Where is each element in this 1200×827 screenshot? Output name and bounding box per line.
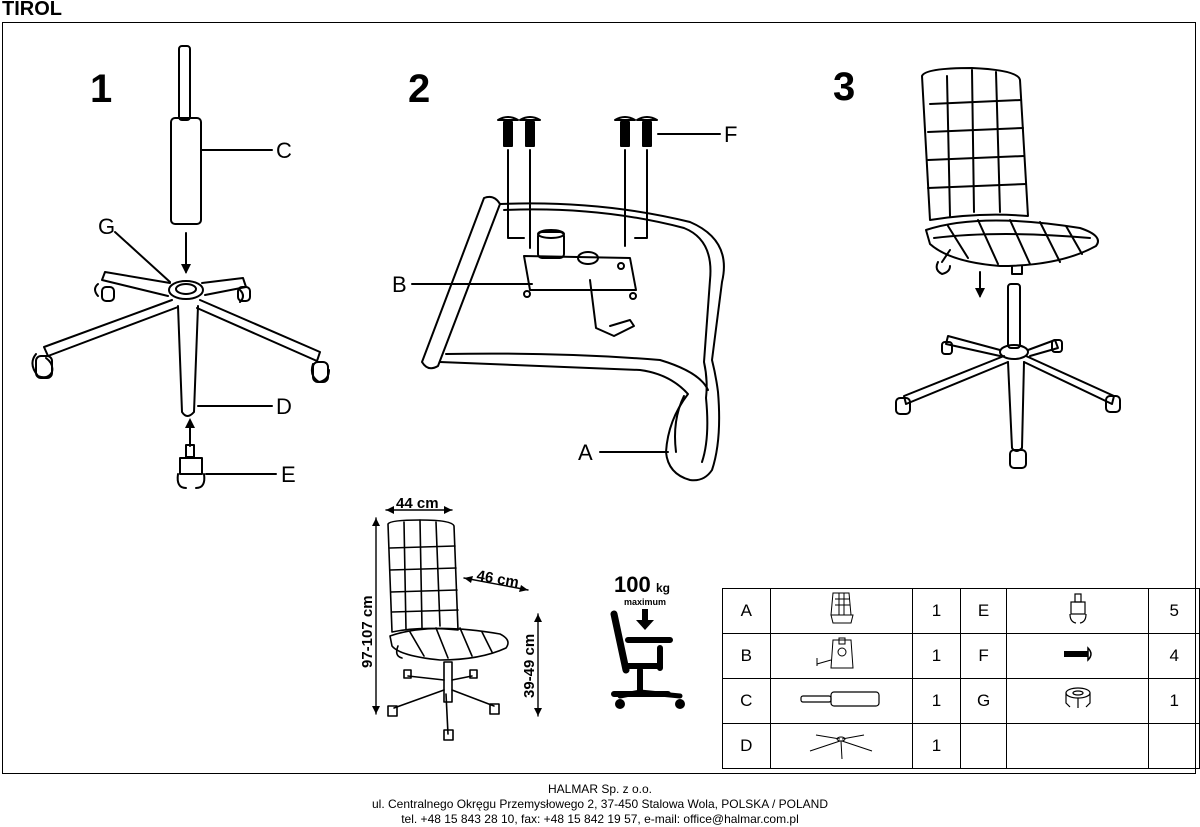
callout-d: D [276, 394, 292, 419]
arrow-head [185, 418, 195, 428]
dimension-lines [372, 506, 542, 717]
table-row: D 1 [722, 723, 1200, 769]
parts-list-table: A 1 E 5 B 1 F 4 C 1 G 1 D [722, 588, 1200, 769]
footer: HALMAR Sp. z o.o. ul. Centralnego Okręgu… [0, 782, 1200, 827]
part-letter: D [722, 723, 771, 769]
screw-icon [1005, 633, 1150, 679]
seat-height-dimension: 39-49 cm [521, 634, 538, 698]
arrow-head [181, 264, 191, 274]
screw-guides [507, 149, 648, 249]
part-quantity: 1 [1148, 678, 1200, 724]
assembled-chair-drawing [895, 67, 1121, 469]
footer-contact: tel. +48 15 843 28 10, fax: +48 15 842 1… [401, 812, 799, 826]
table-row: B 1 F 4 [722, 633, 1200, 679]
star-base-drawing [31, 271, 330, 417]
empty-cell [1005, 723, 1150, 769]
part-letter: G [960, 678, 1007, 724]
step-3-number: 3 [833, 65, 855, 109]
footer-company: HALMAR Sp. z o.o. [547, 782, 653, 796]
callout-b: B [392, 272, 407, 297]
base-icon [769, 723, 913, 769]
step-1-number: 1 [90, 67, 112, 111]
gas-lift-icon [769, 678, 913, 724]
empty-cell [960, 723, 1007, 769]
screws-drawing [497, 116, 658, 147]
seat-back-drawing [421, 195, 725, 482]
callout-g-leader [114, 231, 171, 283]
height-dimension: 97-107 cm [359, 595, 376, 668]
callout-f: F [724, 122, 737, 147]
max-load-label: maximum [624, 597, 666, 607]
callout-a: A [578, 440, 593, 465]
table-row: A 1 E 5 [722, 588, 1200, 634]
empty-cell [1148, 723, 1200, 769]
depth-dimension: 46 cm [475, 567, 520, 591]
step-2-number: 2 [408, 67, 430, 111]
dimension-chair-drawing [387, 519, 509, 741]
assembly-diagram: 1 2 3 C G D E [31, 45, 1121, 741]
part-letter: B [722, 633, 771, 679]
diagram-frame [2, 22, 1196, 774]
part-quantity: 1 [911, 723, 962, 769]
mechanism-icon [769, 633, 913, 679]
width-dimension: 44 cm [396, 495, 439, 512]
part-letter: F [960, 633, 1007, 679]
part-letter: C [722, 678, 771, 724]
part-quantity: 1 [911, 633, 962, 679]
mechanism-drawing [523, 229, 637, 337]
max-load-value: 100 [614, 572, 651, 597]
caster-drawing [176, 444, 206, 489]
seat-back-icon [769, 588, 913, 634]
callout-c: C [276, 138, 292, 163]
callout-e: E [281, 462, 296, 487]
caster-icon [1005, 588, 1150, 634]
part-letter: E [960, 588, 1007, 634]
part-letter: A [722, 588, 771, 634]
table-row: C 1 G 1 [722, 678, 1200, 724]
ring-cover-icon [1005, 678, 1150, 724]
load-chair-icon [610, 609, 685, 709]
part-quantity: 1 [911, 678, 962, 724]
part-quantity: 1 [911, 588, 962, 634]
product-title: TIROL [2, 0, 62, 20]
part-quantity: 5 [1148, 588, 1200, 634]
max-load-unit: kg [656, 581, 670, 595]
gas-lift-drawing [170, 45, 202, 225]
part-quantity: 4 [1148, 633, 1200, 679]
footer-address: ul. Centralnego Okręgu Przemysłowego 2, … [371, 797, 828, 811]
callout-g: G [98, 214, 115, 239]
